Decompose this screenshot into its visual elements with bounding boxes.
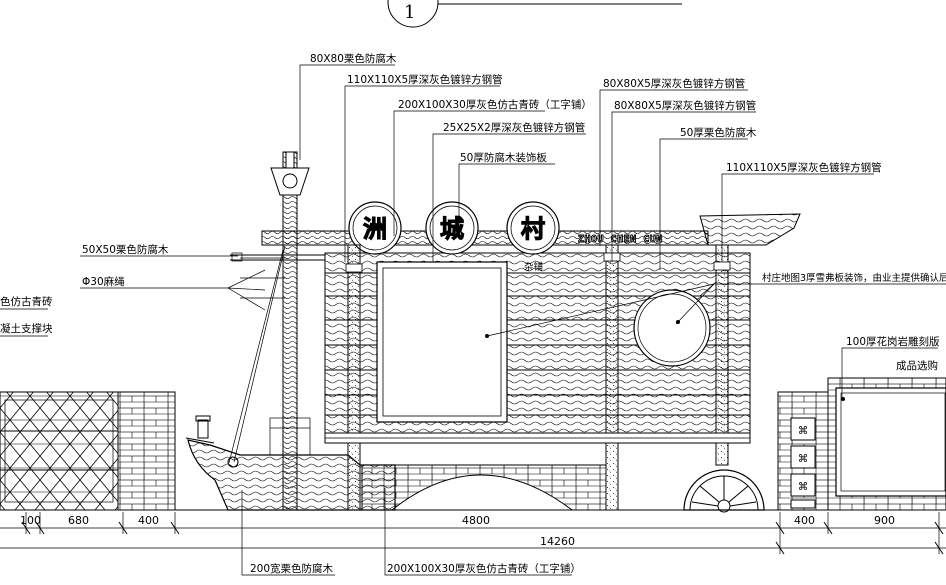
label-110x110-steel: 110X110X5厚深灰色镀锌方钢管 [347, 73, 503, 86]
steel-posts [345, 244, 731, 511]
label-110x110-steel-right: 110X110X5厚深灰色镀锌方钢管 [726, 161, 882, 174]
label-80x80x5-steel-a: 80X80X5厚深灰色镀锌方钢管 [603, 77, 745, 90]
label-granite-plate: 100厚花岗岩雕刻版 [846, 335, 940, 348]
dim-100: 100 [20, 514, 41, 527]
label-80x80x5-steel-b: 80X80X5厚深灰色镀锌方钢管 [614, 99, 756, 112]
svg-text:⌘: ⌘ [798, 453, 809, 465]
label-village-map: 村庄地图3厚雪弗板装饰，由业主提供确认后 [762, 272, 946, 284]
pinyin-text: ZHOU CHEN CUN [578, 234, 663, 245]
label-200x100-brick: 200X100X30厚灰色仿古青砖（工字铺） [398, 98, 592, 111]
banner-char-1: 洲 [363, 214, 387, 243]
callout-number: 1 [404, 2, 415, 23]
label-rope: Φ30麻绳 [82, 275, 125, 288]
label-antique-brick: 色仿古青砖 [0, 295, 53, 308]
sign-board: 杂铺 [324, 252, 751, 434]
label-50-wood-board: 50厚防腐木装饰板 [460, 151, 547, 164]
label-purchase: 成品选购 [896, 359, 938, 372]
boat-hull [185, 415, 396, 511]
leader-lines [0, 64, 946, 576]
label-50-chestnut-wood: 50厚栗色防腐木 [680, 126, 757, 139]
dim-400-right: 400 [794, 514, 815, 527]
annotation-labels: 80X80栗色防腐木 110X110X5厚深灰色镀锌方钢管 200X100X30… [0, 52, 946, 575]
wagon-wheel [683, 469, 765, 513]
banner-char-2: 城 [440, 214, 464, 243]
rigging-ropes [227, 245, 286, 468]
section-callout: 1 [387, 0, 682, 28]
base-structure [269, 417, 751, 511]
svg-text:⌘: ⌘ [798, 425, 809, 437]
dim-680: 680 [68, 514, 89, 527]
label-200x100-brick-bottom: 200X100X30厚灰色仿古青砖（工字铺） [387, 562, 581, 575]
label-80x80-wood: 80X80栗色防腐木 [310, 52, 397, 65]
label-50x50-wood: 50X50栗色防腐木 [82, 243, 169, 256]
banner-medallions: 洲 城 村 ZHOU CHEN CUN [348, 201, 663, 255]
left-fence [0, 391, 176, 511]
dim-14260: 14260 [540, 535, 575, 548]
dim-4800: 4800 [462, 514, 490, 527]
banner-char-3: 村 [521, 214, 545, 243]
svg-text:⌘: ⌘ [798, 481, 809, 493]
label-concrete-block: 凝土支撑块 [0, 322, 53, 335]
label-200-wood: 200宽栗色防腐木 [250, 562, 334, 575]
dim-900: 900 [874, 514, 895, 527]
right-pillar: ⌘ ⌘ ⌘ [777, 377, 946, 511]
small-tag: 杂铺 [524, 261, 543, 273]
dim-400-left: 400 [138, 514, 159, 527]
dimension-lines: 100 680 400 4800 400 900 14260 [0, 512, 946, 555]
label-25x25-steel: 25X25X2厚深灰色镀锌方钢管 [443, 121, 585, 134]
